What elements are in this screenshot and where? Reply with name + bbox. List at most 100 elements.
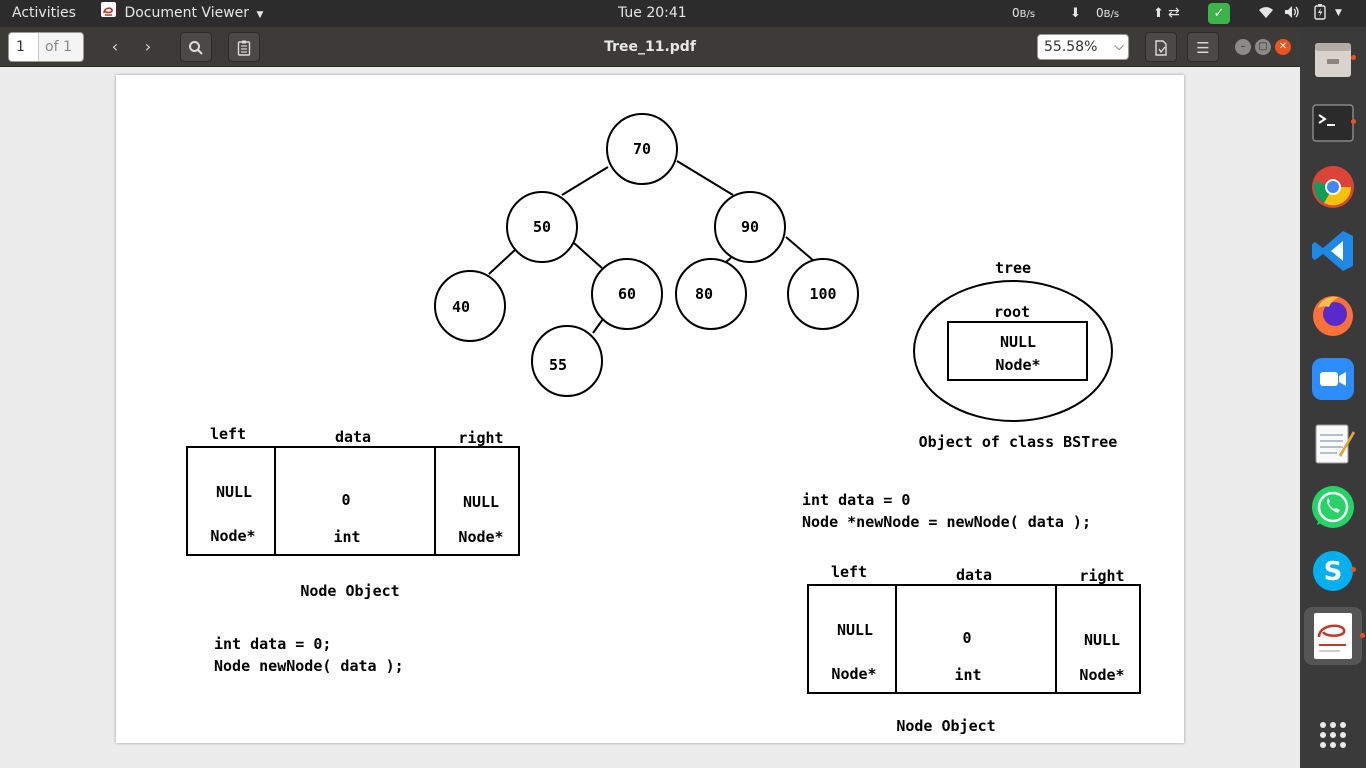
svg-text:S: S <box>1324 557 1343 587</box>
top-bar: Activities Document Viewer ▼ Tue 20:41 0… <box>0 0 1366 27</box>
close-icon: ✕ <box>1278 41 1288 52</box>
clock[interactable]: Tue 20:41 <box>618 5 687 21</box>
code-line: int data = 0; <box>214 635 331 653</box>
document-title: Tree_11.pdf <box>604 39 696 55</box>
skype-icon[interactable]: S <box>1309 547 1357 595</box>
net-download-speed: 0B/s <box>1096 0 1119 27</box>
battery-icon[interactable] <box>1314 0 1326 27</box>
wifi-icon[interactable] <box>1258 0 1274 27</box>
text-editor-icon[interactable] <box>1309 419 1357 467</box>
left-field-type: Node* <box>831 665 876 683</box>
tree-node-80 <box>675 258 747 330</box>
zoom-value: 55.58% <box>1044 39 1098 55</box>
right-field-type: Node* <box>458 528 503 546</box>
document-viewer-icon[interactable] <box>1304 607 1365 665</box>
chrome-icon[interactable] <box>1309 163 1357 211</box>
document-view[interactable]: 70 50 90 40 60 80 100 55 tree root NULL … <box>0 67 1300 768</box>
search-button[interactable] <box>180 32 212 62</box>
field-label-right: right <box>458 429 503 447</box>
annotations-icon <box>237 40 251 56</box>
page-selector[interactable]: 1 of 1 <box>8 32 84 62</box>
bstree-object: tree root NULL Node* Object of class BST… <box>913 259 1118 451</box>
files-icon[interactable] <box>1309 35 1357 83</box>
vscode-icon[interactable] <box>1309 227 1357 275</box>
right-field-value: NULL <box>463 493 499 511</box>
field-label-left: left <box>210 425 246 443</box>
tree-node-70 <box>606 113 678 185</box>
tree-node-label: 70 <box>633 140 651 158</box>
system-menu-chevron-icon[interactable]: ▼ <box>1335 8 1342 18</box>
app-menu[interactable]: Document Viewer ▼ <box>101 0 263 27</box>
data-field-value: 0 <box>341 491 350 509</box>
firefox-icon[interactable] <box>1309 291 1357 339</box>
minimize-button[interactable]: – <box>1235 39 1251 55</box>
code-line: int data = 0 <box>802 491 910 509</box>
tree-node-label: 50 <box>533 218 551 236</box>
left-field-type: Node* <box>210 527 255 545</box>
pdf-page: 70 50 90 40 60 80 100 55 tree root NULL … <box>116 75 1184 743</box>
arrow-up-icon: ⬆ <box>1153 6 1164 21</box>
tree-diagram: 70 50 90 40 60 80 100 55 tree root NULL … <box>186 113 1141 735</box>
field-label-left: left <box>831 563 867 581</box>
left-field-value: NULL <box>837 621 873 639</box>
field-label-right: right <box>1079 567 1124 585</box>
annotations-button[interactable] <box>228 32 260 62</box>
right-field-value: NULL <box>1084 631 1120 649</box>
search-icon <box>189 41 203 55</box>
page-view-icon <box>1155 40 1167 56</box>
tree-node-55 <box>531 325 603 397</box>
chevron-down-icon: ⌵ <box>1114 39 1124 54</box>
code-line: Node newNode( data ); <box>214 657 404 675</box>
bstree-root-value: NULL <box>1000 333 1036 351</box>
bstree-root-type: Node* <box>995 356 1040 374</box>
next-page-button[interactable]: › <box>133 32 163 62</box>
page-total: of 1 <box>45 39 72 55</box>
net-download-value: 0 <box>1096 6 1104 20</box>
data-field-type: int <box>954 666 981 684</box>
sync-icon[interactable]: ⇄ <box>1168 5 1180 21</box>
document-viewer-app-icon <box>101 2 116 17</box>
right-field-type: Node* <box>1079 666 1124 684</box>
field-label-data: data <box>335 428 371 446</box>
header-bar: 1 of 1 ‹ › Tree_11.pdf 55.58% ⌵ ☰ – ▢ ✕ <box>0 27 1300 67</box>
show-apps-icon[interactable] <box>1309 711 1357 759</box>
main-menu-button[interactable]: ☰ <box>1187 32 1219 62</box>
net-upload-unit: B/s <box>1019 9 1036 20</box>
tree-node-50 <box>506 191 578 263</box>
zoom-select[interactable]: 55.58% ⌵ <box>1037 34 1129 60</box>
volume-icon[interactable] <box>1284 0 1300 27</box>
chevron-right-icon: › <box>144 37 152 56</box>
zoom-icon[interactable] <box>1309 355 1357 403</box>
chevron-down-icon: ▼ <box>256 10 264 20</box>
tree-node-label: 80 <box>695 285 713 303</box>
page-options-button[interactable] <box>1145 32 1177 62</box>
bstree-root-label: root <box>994 303 1030 321</box>
net-upload-value: 0 <box>1012 6 1020 20</box>
left-field-value: NULL <box>216 483 252 501</box>
tree-node-90 <box>714 191 786 263</box>
chevron-left-icon: ‹ <box>111 37 119 56</box>
hamburger-menu-icon: ☰ <box>1196 39 1210 57</box>
terminal-icon[interactable] <box>1309 99 1357 147</box>
close-button[interactable]: ✕ <box>1275 39 1291 55</box>
node-object-right: left data right NULL Node* 0 int NULL No… <box>807 563 1141 735</box>
maximize-button[interactable]: ▢ <box>1255 39 1271 55</box>
tree-node-label: 100 <box>809 285 836 303</box>
tree-node-100 <box>787 258 859 330</box>
tree-node-40 <box>434 270 506 342</box>
tree-node-60 <box>591 258 663 330</box>
maximize-icon: ▢ <box>1258 41 1268 52</box>
previous-page-button[interactable]: ‹ <box>100 32 130 62</box>
page-number-input[interactable]: 1 <box>9 33 39 61</box>
tree-node-label: 60 <box>618 285 636 303</box>
field-label-data: data <box>956 566 992 584</box>
bstree-caption: Object of class BSTree <box>919 433 1118 451</box>
tree-node-label: 55 <box>549 356 567 374</box>
minimize-icon: – <box>1240 41 1246 52</box>
update-check-icon[interactable]: ✓ <box>1208 3 1230 24</box>
activities-button[interactable]: Activities <box>12 5 76 21</box>
whatsapp-icon[interactable] <box>1309 483 1357 531</box>
net-download-unit: B/s <box>1103 9 1120 20</box>
code-line: Node *newNode = newNode( data ); <box>802 513 1091 531</box>
tree-node-label: 90 <box>741 218 759 236</box>
